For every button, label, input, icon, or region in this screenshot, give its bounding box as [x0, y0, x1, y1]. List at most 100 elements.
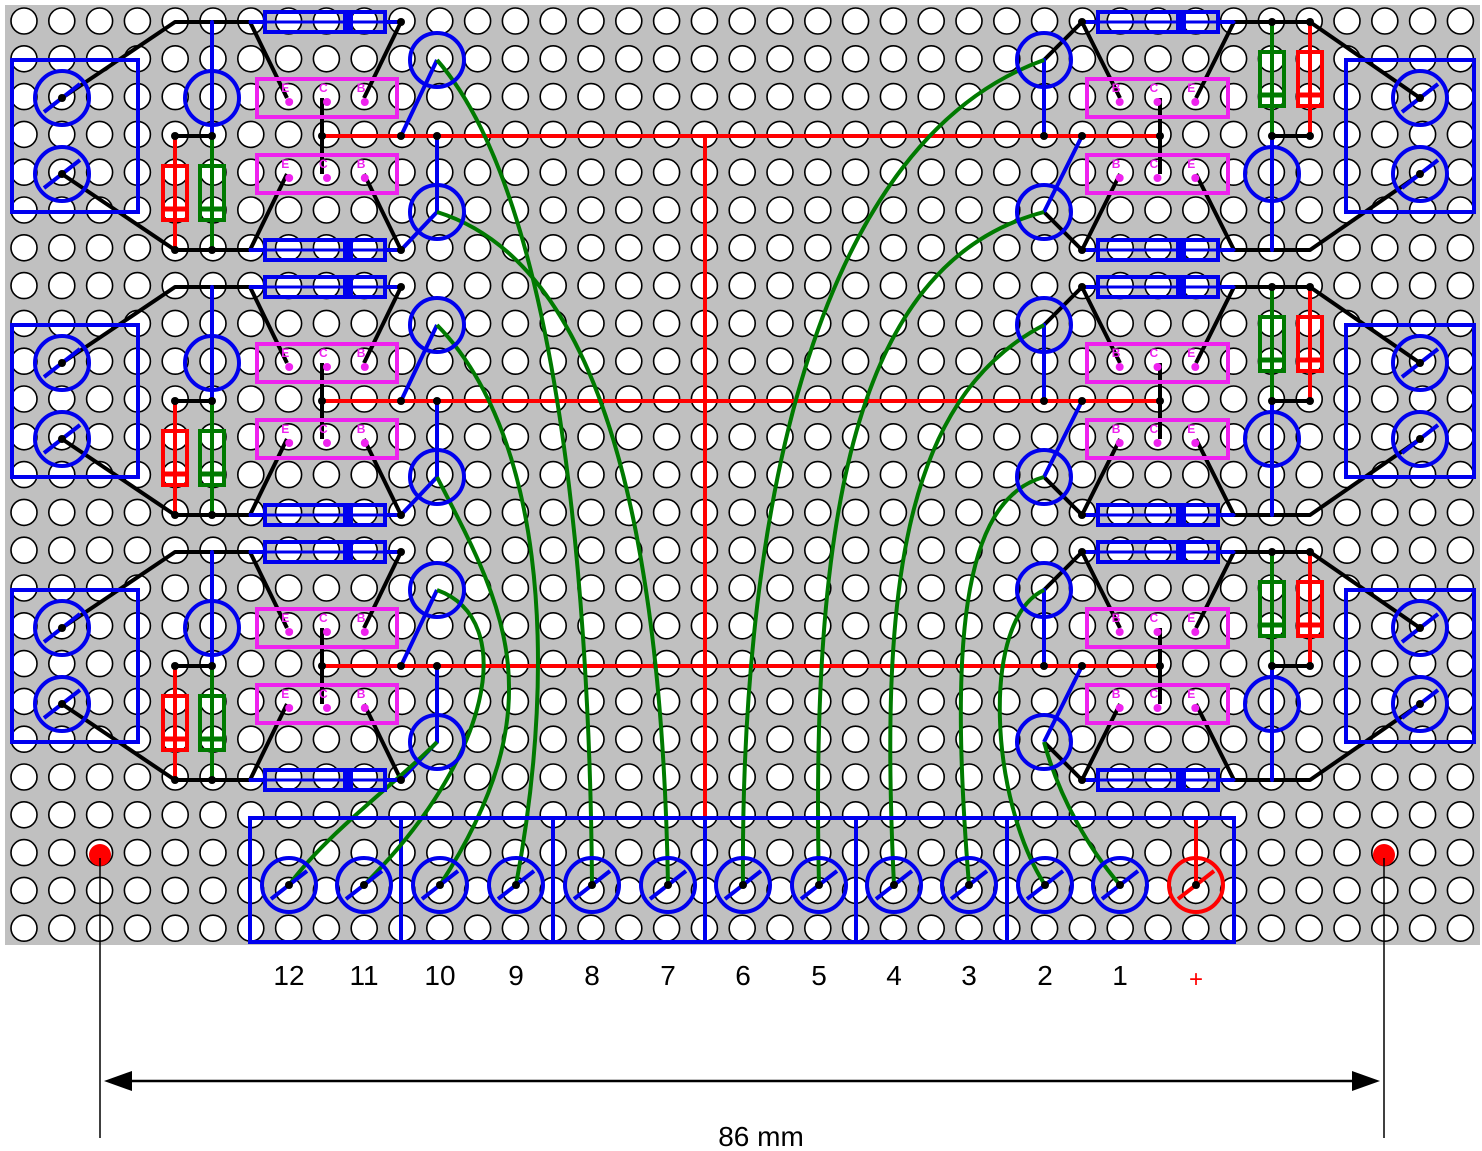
board-hole	[955, 422, 983, 451]
board-hole	[501, 158, 530, 186]
screw-terminal-pad	[58, 624, 66, 632]
transistor-pin-label: E	[281, 422, 289, 436]
transistor-pin-label: E	[1187, 422, 1195, 436]
transistor-body	[255, 683, 399, 725]
board-hole	[1446, 271, 1475, 300]
transistor-pin-dot	[360, 704, 369, 712]
board-hole	[237, 574, 265, 602]
board-hole	[1144, 725, 1172, 754]
board-hole	[161, 914, 189, 943]
board-hole	[614, 196, 643, 224]
board-hole	[1219, 460, 1248, 489]
board-hole	[463, 649, 492, 678]
screw-terminal-ring	[33, 145, 91, 203]
board-hole	[85, 536, 114, 565]
solder-joint	[1156, 662, 1164, 670]
screw-terminal	[33, 334, 91, 392]
solder-joint	[208, 511, 216, 519]
board-hole	[1219, 120, 1248, 149]
screw-terminal-ring	[1091, 856, 1149, 914]
board-hole	[1295, 460, 1323, 489]
capacitor-ring	[408, 183, 466, 241]
board-hole	[1446, 498, 1475, 527]
board-hole	[992, 158, 1021, 186]
board-hole	[1446, 234, 1475, 262]
board-hole	[312, 611, 341, 640]
board-hole	[614, 725, 643, 754]
board-hole	[1144, 763, 1172, 791]
board-hole	[614, 7, 643, 35]
transistor-pin-label: E	[1187, 346, 1195, 360]
board-hole	[1219, 82, 1248, 111]
board-hole	[1371, 7, 1399, 35]
board-hole	[237, 649, 265, 678]
board-hole	[1182, 158, 1210, 186]
transistor-pin-dot	[1153, 363, 1162, 371]
screw-terminal-ring	[411, 856, 469, 914]
transistor-pin-dot	[1153, 628, 1162, 636]
screw-terminal	[1391, 675, 1449, 733]
board-hole	[879, 687, 908, 716]
board-hole	[161, 347, 189, 376]
screw-terminal-ring	[639, 856, 697, 914]
transistor-pin-label: B	[357, 157, 366, 171]
transistor-pin-dot	[1115, 704, 1124, 712]
terminal-block-outline	[10, 588, 140, 744]
blue-wire	[399, 324, 439, 402]
board-hole	[463, 271, 492, 300]
solder-joint	[1078, 662, 1086, 670]
board-hole	[1371, 763, 1399, 791]
board-hole	[766, 347, 794, 376]
board-hole	[274, 800, 303, 829]
board-hole	[917, 347, 946, 376]
solder-joint	[397, 662, 405, 670]
board-hole	[614, 763, 643, 791]
green-wire	[436, 210, 670, 886]
board-hole	[1257, 800, 1286, 829]
board-hole	[1295, 498, 1323, 527]
solder-joint	[1268, 283, 1276, 291]
dimension-text: 86 mm	[718, 1121, 804, 1151]
board-hole	[350, 800, 379, 829]
board-hole	[577, 687, 605, 716]
diode-cathode-band	[343, 505, 353, 525]
board-hole	[312, 44, 341, 73]
board-hole	[1068, 82, 1097, 111]
board-hole	[577, 7, 605, 35]
board-hole	[539, 687, 568, 716]
board-hole	[1408, 271, 1437, 300]
board-hole	[614, 800, 643, 829]
board-hole	[237, 385, 265, 413]
board-hole	[955, 44, 983, 73]
board-hole	[992, 44, 1021, 73]
board-hole	[766, 44, 794, 73]
board-hole	[577, 158, 605, 186]
output-terminal	[260, 856, 318, 914]
board-hole	[917, 838, 946, 867]
capacitor-ring	[408, 296, 466, 354]
board-hole	[10, 687, 38, 716]
board-hole	[803, 914, 832, 943]
board-hole	[237, 120, 265, 149]
transistor-pin-label: B	[357, 687, 366, 701]
board-hole	[1371, 234, 1399, 262]
dimension-line: 86 mm	[99, 858, 1385, 1151]
screw-terminal	[1391, 69, 1449, 127]
board-hole	[1030, 158, 1059, 186]
transistor-pin-dot	[285, 704, 294, 712]
transistor-pin-dot	[1191, 628, 1200, 636]
board-hole	[1106, 876, 1134, 905]
black-wire	[362, 173, 403, 251]
board-hole	[803, 196, 832, 224]
board-hole	[1106, 687, 1134, 716]
board-hole	[274, 914, 303, 943]
solder-joint	[1306, 132, 1314, 140]
diode	[1082, 275, 1234, 299]
transistor-pin-dot	[323, 174, 331, 182]
board-hole	[47, 460, 76, 489]
solder-joint	[397, 397, 405, 405]
board-hole	[1030, 7, 1059, 35]
board-hole	[425, 498, 454, 527]
board-hole	[85, 800, 114, 829]
